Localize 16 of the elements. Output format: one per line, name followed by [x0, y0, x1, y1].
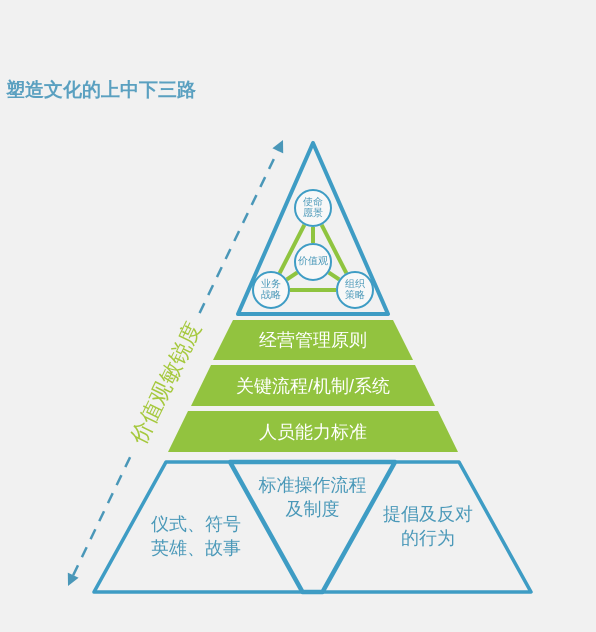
- band-label: 关键流程/机制/系统: [236, 376, 390, 394]
- section-label: 仪式、符号英雄、故事: [148, 512, 244, 561]
- pyramid-base: [91, 459, 534, 595]
- direction-label: 价值观敏锐度: [127, 318, 205, 448]
- section-label: 标准操作流程及制度: [258, 474, 368, 522]
- connector-line: [290, 288, 336, 292]
- connector-line: [278, 224, 306, 274]
- section-label: 提倡及反对的行为: [380, 502, 476, 551]
- pyramid-top: [235, 140, 391, 317]
- connector-line: [286, 270, 298, 282]
- band-label: 人员能力标准: [259, 422, 367, 440]
- title: 塑造文化的上中下三路: [6, 79, 196, 103]
- connector-line: [328, 270, 340, 282]
- band-label: 经营管理原则: [259, 331, 367, 349]
- connector-line: [320, 224, 348, 274]
- connector-line: [311, 227, 315, 243]
